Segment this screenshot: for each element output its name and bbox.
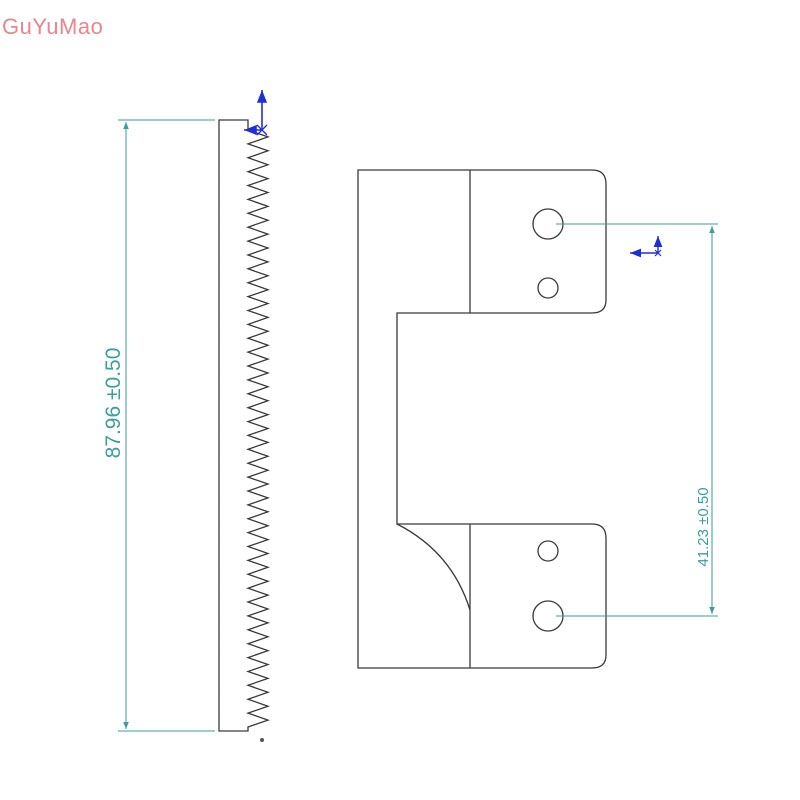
blade-outline bbox=[218, 119, 270, 732]
fillet-curve bbox=[396, 523, 471, 611]
upper-small-hole bbox=[537, 277, 559, 299]
hole-spacing-label: 41.23 ±0.50 bbox=[695, 487, 712, 566]
bracket-plate-view bbox=[357, 169, 607, 669]
hole-spacing-dimension: 41.23 ±0.50 bbox=[556, 223, 718, 617]
blade-end-point bbox=[260, 738, 264, 742]
blade-side-view bbox=[218, 119, 270, 732]
coordinate-triad-icon bbox=[630, 236, 663, 258]
blade-length-dimension: 87.96 ±0.50 bbox=[102, 119, 215, 732]
coordinate-triad-icon bbox=[244, 90, 268, 136]
bracket-outline bbox=[357, 169, 607, 669]
lower-small-hole bbox=[537, 540, 559, 562]
blade-length-label: 87.96 ±0.50 bbox=[102, 348, 125, 459]
watermark-logo: GuYuMao bbox=[2, 14, 104, 39]
